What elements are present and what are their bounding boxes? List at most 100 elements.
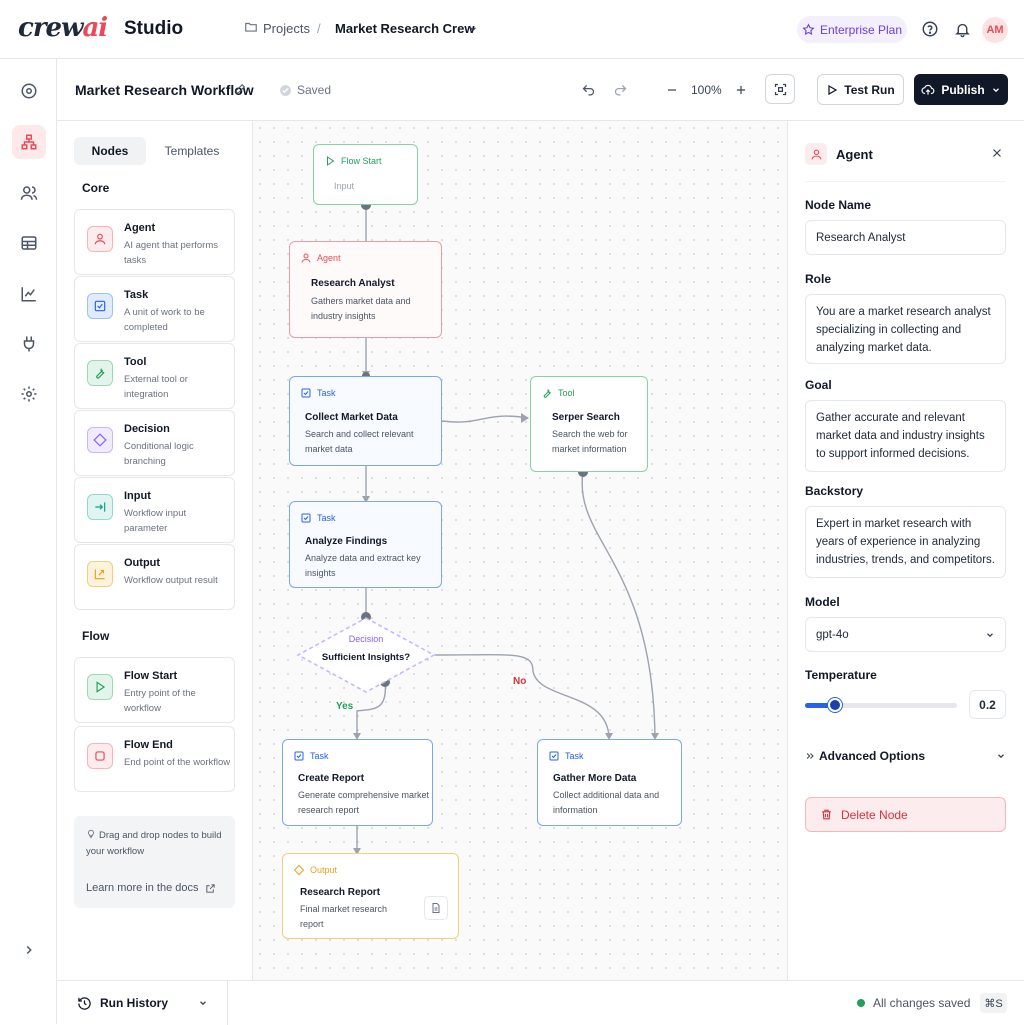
chevron-down-icon	[200, 1001, 206, 1006]
canvas-node-flow-start[interactable]: Flow Start Input	[313, 144, 418, 205]
left-rail	[0, 59, 57, 1024]
gear-icon[interactable]	[12, 377, 46, 411]
node-type: Task	[300, 387, 336, 399]
node-desc: Search the web for market information	[552, 429, 628, 454]
play-icon	[87, 674, 113, 700]
zoom-out-icon[interactable]	[661, 79, 683, 101]
palette-node-desc: Workflow output result	[124, 575, 218, 586]
plug-icon[interactable]	[12, 327, 46, 361]
node-type: Task	[300, 512, 336, 524]
canvas-node-gather-more-data[interactable]: Task Gather More Data Collect additional…	[537, 739, 682, 826]
user-icon	[805, 143, 827, 165]
palette-node-desc: A unit of work to be completed	[124, 307, 205, 333]
palette-node-agent[interactable]: Agent AI agent that performs tasks	[74, 209, 235, 275]
avatar[interactable]: AM	[982, 17, 1008, 43]
canvas-node-serper-search[interactable]: Tool Serper Search Search the web for ma…	[530, 376, 648, 472]
table-icon[interactable]	[12, 226, 46, 260]
palette-node-flow-start[interactable]: Flow Start Entry point of the workflow	[74, 657, 235, 723]
workflow-toolbar: Market Research Workflow Saved 100% Test…	[57, 59, 1024, 121]
canvas-node-collect-market-data[interactable]: Task Collect Market Data Search and coll…	[289, 376, 442, 466]
zoom-in-icon[interactable]	[730, 79, 752, 101]
redo-icon[interactable]	[609, 79, 631, 101]
pencil-icon[interactable]	[234, 82, 247, 100]
workflow-canvas[interactable]: Flow Start Input Agent Research Analyst …	[253, 121, 788, 980]
core-section-title: Core	[82, 181, 110, 195]
canvas-node-research-report[interactable]: Output Research Report Final market rese…	[282, 853, 459, 939]
users-icon[interactable]	[12, 176, 46, 210]
canvas-node-create-report[interactable]: Task Create Report Generate comprehensiv…	[282, 739, 433, 826]
palette-node-tool[interactable]: Tool External tool or integration	[74, 343, 235, 409]
wrench-icon	[87, 360, 113, 386]
palette-node-task[interactable]: Task A unit of work to be completed	[74, 276, 235, 342]
node-type: Tool	[541, 387, 575, 399]
node-name-input[interactable]	[805, 220, 1006, 255]
lightbulb-icon	[88, 829, 94, 839]
chart-icon[interactable]	[12, 277, 46, 311]
decision-name[interactable]: Sufficient Insights?	[321, 652, 411, 663]
bell-icon[interactable]	[951, 18, 973, 40]
help-icon[interactable]	[919, 18, 941, 40]
fit-view-button[interactable]	[765, 74, 795, 104]
double-chevron-icon	[806, 753, 814, 759]
palette-node-desc: Entry point of the workflow	[124, 688, 196, 714]
compass-icon[interactable]	[12, 74, 46, 108]
crewai-logo[interactable]: crewai	[18, 13, 108, 43]
publish-button[interactable]: Publish	[914, 74, 1008, 105]
palette-node-flow-end[interactable]: Flow End End point of the workflow	[74, 726, 235, 792]
node-name: Collect Market Data	[305, 412, 398, 423]
palette-node-decision[interactable]: Decision Conditional logic branching	[74, 410, 235, 476]
undo-icon[interactable]	[577, 79, 599, 101]
chevron-down-icon	[992, 87, 999, 92]
save-shortcut: ⌘S	[980, 993, 1007, 1013]
palette-node-desc: End point of the workflow	[124, 757, 231, 768]
breadcrumb-current[interactable]: Market Research Crew	[335, 21, 475, 36]
check-circle-icon	[280, 84, 291, 96]
palette-node-output[interactable]: Output Workflow output result	[74, 544, 235, 610]
zoom-level: 100%	[691, 83, 722, 97]
no-branch-label: No	[513, 676, 527, 687]
breadcrumb-projects[interactable]: Projects	[263, 21, 310, 36]
close-icon[interactable]	[990, 146, 1004, 165]
slider-thumb[interactable]	[828, 698, 843, 712]
node-desc: Search and collect relevant market data	[305, 429, 414, 454]
palette-node-name: Agent	[124, 222, 156, 234]
docs-link[interactable]: Learn more in the docs	[86, 882, 216, 894]
output-icon	[293, 864, 305, 876]
palette-node-name: Decision	[124, 423, 170, 435]
palette-tabs: Nodes Templates	[74, 137, 235, 165]
node-type: Output	[293, 864, 337, 876]
document-icon[interactable]	[424, 896, 448, 920]
top-bar: crewai Studio Projects / Market Research…	[0, 0, 1024, 59]
palette-node-name: Output	[124, 557, 161, 569]
slider-fill	[805, 703, 836, 708]
palette-node-input[interactable]: Input Workflow input parameter	[74, 477, 235, 543]
role-textarea[interactable]: You are a market research analyst specia…	[805, 294, 1006, 364]
palette-node-desc: AI agent that performs tasks	[124, 240, 218, 266]
canvas-node-agent[interactable]: Agent Research Analyst Gathers market da…	[289, 241, 442, 338]
workflow-title[interactable]: Market Research Workflow	[75, 82, 254, 98]
backstory-textarea[interactable]: Expert in market research with years of …	[805, 506, 1006, 578]
edge-collect-tool	[441, 415, 529, 423]
run-history-button[interactable]: Run History	[57, 981, 228, 1025]
temperature-value[interactable]: 0.2	[969, 690, 1006, 719]
expand-sidebar-icon[interactable]	[12, 933, 46, 967]
temperature-label: Temperature	[805, 668, 877, 682]
model-select[interactable]: gpt-4o	[805, 617, 1006, 652]
folder-icon	[244, 20, 258, 37]
edge-decision-yes	[356, 681, 387, 738]
task-check-icon	[87, 293, 113, 319]
enterprise-plan-badge[interactable]: Enterprise Plan	[797, 16, 907, 43]
play-icon	[327, 156, 335, 166]
model-label: Model	[805, 595, 840, 609]
workflow-icon[interactable]	[12, 125, 46, 159]
goal-textarea[interactable]: Gather accurate and relevant market data…	[805, 400, 1006, 472]
tab-templates[interactable]: Templates	[164, 144, 220, 158]
tab-nodes[interactable]: Nodes	[74, 137, 146, 165]
test-run-button[interactable]: Test Run	[817, 74, 904, 105]
chevron-down-icon[interactable]	[468, 22, 478, 37]
advanced-options-toggle[interactable]: Advanced Options	[805, 749, 1006, 763]
delete-node-button[interactable]: Delete Node	[805, 797, 1006, 832]
canvas-node-analyze-findings[interactable]: Task Analyze Findings Analyze data and e…	[289, 501, 442, 588]
user-icon	[301, 253, 311, 263]
temperature-slider[interactable]	[805, 698, 957, 712]
